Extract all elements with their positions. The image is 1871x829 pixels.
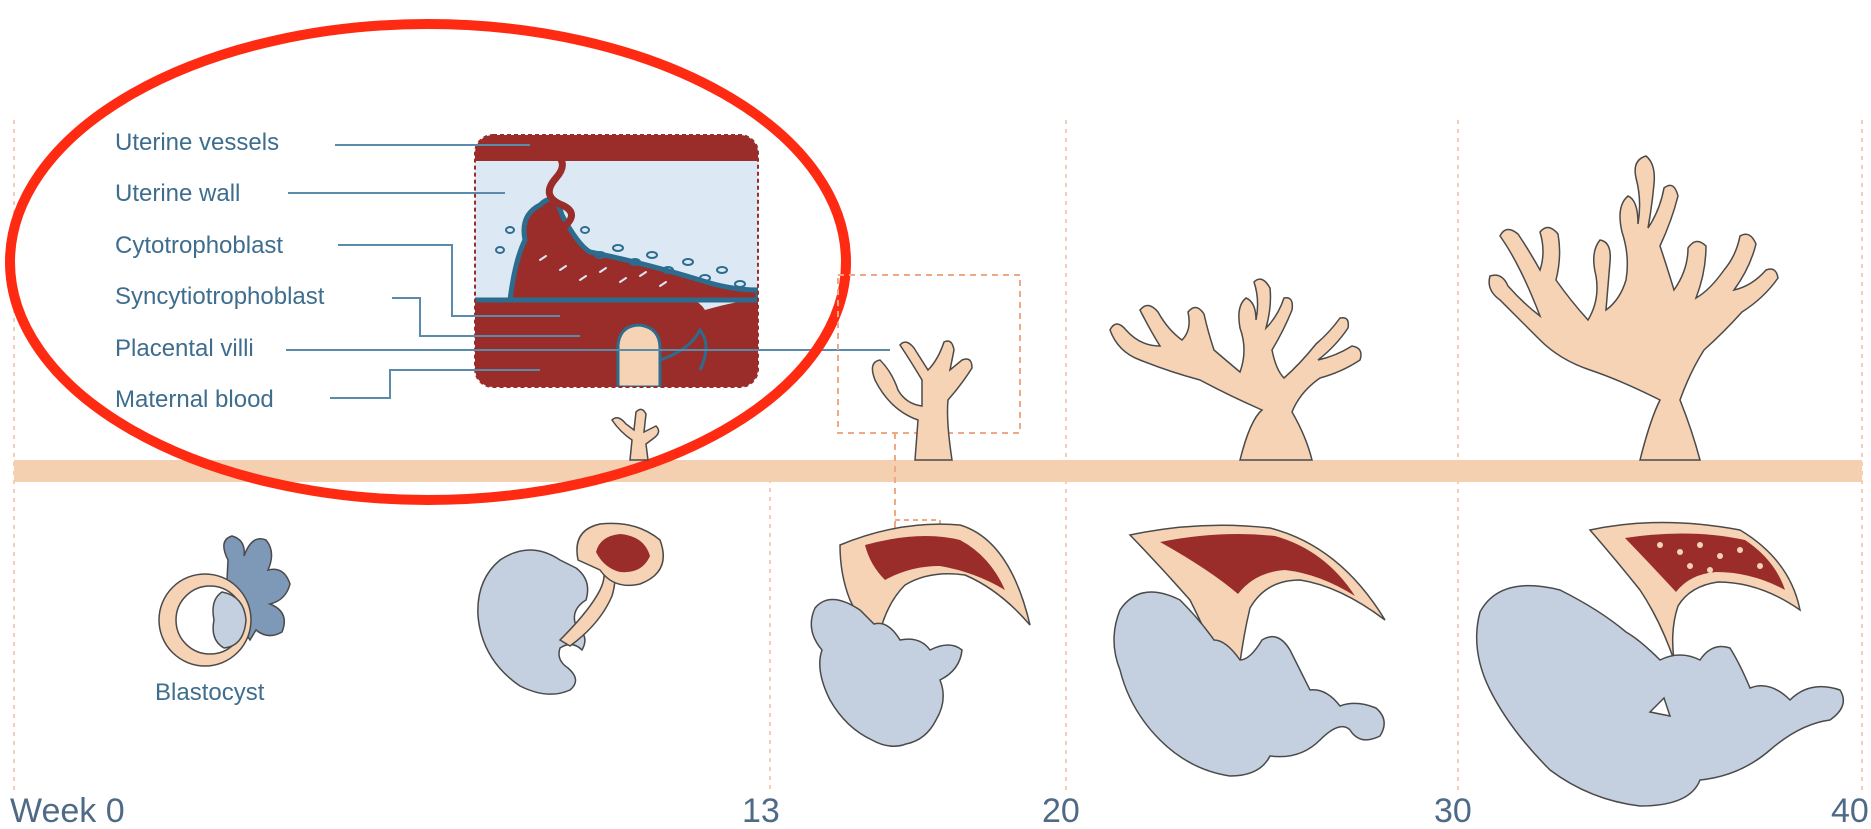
tick-30: 30	[1434, 792, 1472, 829]
tick-week-0: Week 0	[10, 792, 125, 829]
villi-tree-week-35	[1489, 156, 1778, 460]
timeline-labels: Week 0 13 20 30 40	[10, 792, 1869, 829]
label-uterine-wall: Uterine wall	[115, 180, 240, 207]
tick-20: 20	[1042, 792, 1080, 829]
blastocyst-label: Blastocyst	[155, 679, 265, 706]
timeline-band	[14, 460, 1862, 482]
label-placental-villi: Placental villi	[115, 335, 254, 362]
uterine-vessel-top-band	[475, 135, 758, 161]
villi-tree-week-25	[1110, 279, 1361, 460]
embryo-8-body	[478, 550, 588, 694]
fetus-25-body	[1114, 592, 1384, 776]
blastocyst-illustration	[159, 536, 290, 666]
fetus-week-16	[811, 524, 1030, 746]
label-syncytiotrophoblast: Syncytiotrophoblast	[115, 283, 325, 310]
tick-13: 13	[742, 792, 780, 829]
label-maternal-blood: Maternal blood	[115, 386, 274, 413]
villi-tree-week-16	[872, 341, 972, 460]
fetus-16-body	[811, 599, 962, 746]
label-cytotrophoblast: Cytotrophoblast	[115, 232, 283, 259]
inset-labels: Uterine vessels Uterine wall Cytotrophob…	[115, 129, 325, 413]
tick-40: 40	[1831, 792, 1869, 829]
label-uterine-vessels: Uterine vessels	[115, 129, 279, 156]
fetus-week-25	[1114, 525, 1385, 776]
fetus-week-35	[1477, 523, 1844, 807]
embryo-week-8	[478, 523, 663, 694]
villi-tree-early	[612, 409, 659, 460]
placental-villus-finger	[618, 325, 660, 387]
